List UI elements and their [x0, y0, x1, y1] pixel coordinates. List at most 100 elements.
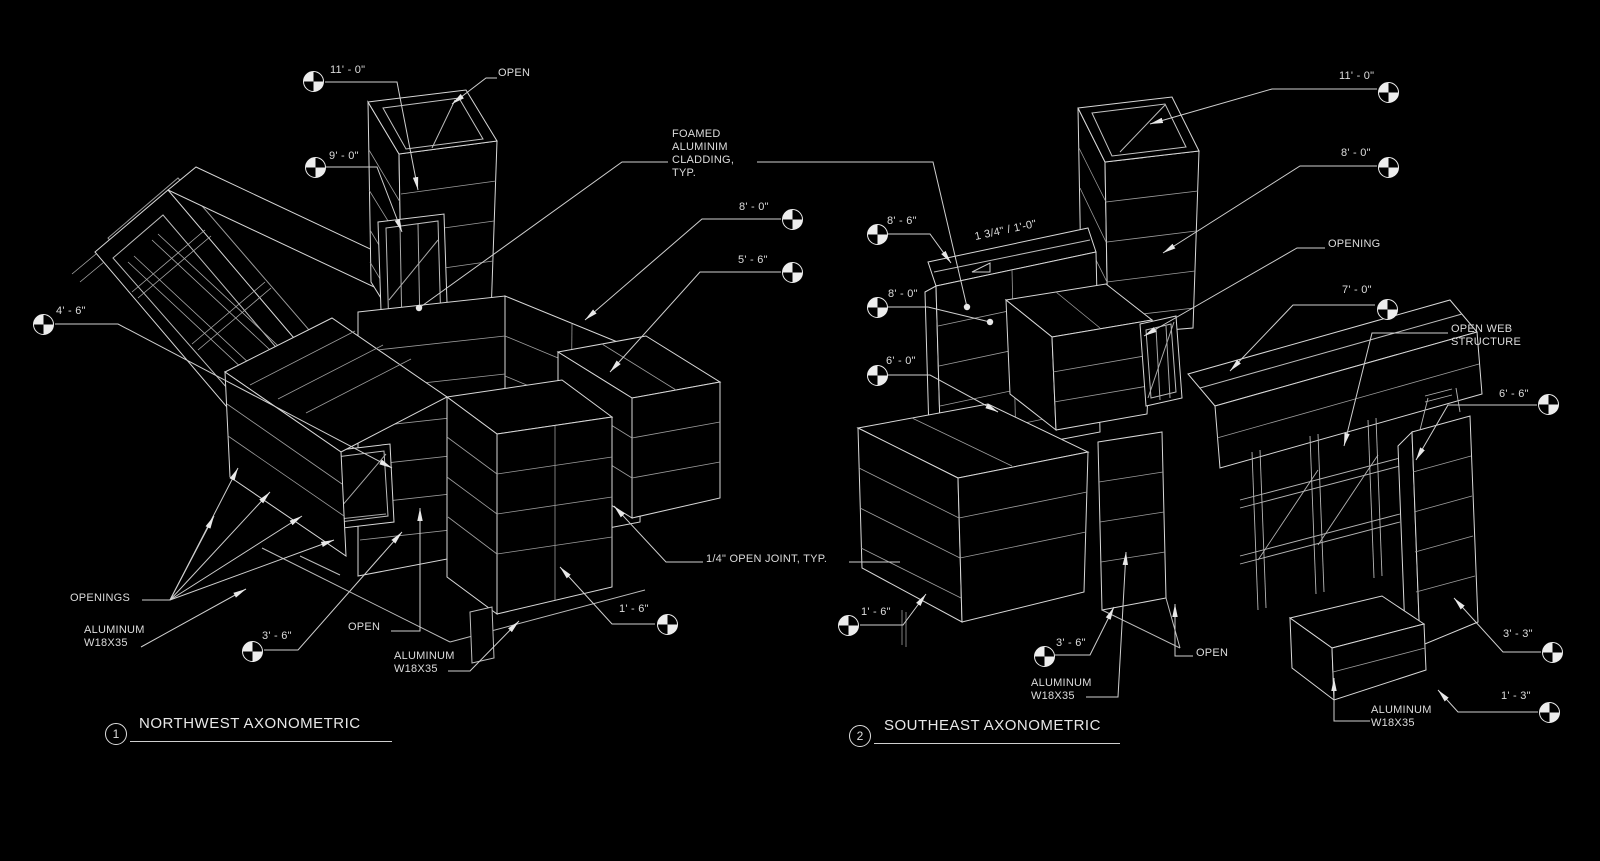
dim-label-3-3: 3' - 3" — [1503, 628, 1533, 640]
view-number-badge: 2 — [849, 725, 871, 747]
dim-label-8-0-upper: 8' - 0" — [1341, 147, 1371, 159]
leader2-dim-8-0 — [888, 306, 991, 323]
center-column-joints — [1098, 471, 1166, 563]
aluminum-beam-label-2: ALUMINUM W18X35 — [1371, 704, 1432, 729]
datum-target-icon — [305, 157, 326, 178]
open-web-note-label: OPEN WEB STRUCTURE — [1451, 323, 1522, 348]
dim-label-9-0: 9' - 0" — [329, 150, 359, 162]
dim-label-5-6: 5' - 6" — [738, 254, 768, 266]
aluminum-beam-label-1: ALUMINUM W18X35 — [1031, 677, 1092, 702]
open-bottom-label: OPEN — [348, 621, 381, 633]
leader2-dim-6-6 — [1415, 404, 1537, 461]
opening-label: OPENING — [1328, 238, 1381, 250]
datum-target-icon — [1539, 702, 1560, 723]
front-lower-box — [445, 379, 614, 615]
datum-target-icon — [33, 314, 54, 335]
aluminum-beam-label-1: ALUMINUM W18X35 — [84, 624, 145, 649]
title-underline — [130, 741, 392, 742]
leader-openings-fan — [142, 467, 335, 601]
datum-target-icon — [1538, 394, 1559, 415]
leader2-dim-8-6 — [888, 233, 952, 264]
leader2-open — [1172, 604, 1193, 657]
open-label: OPEN — [1196, 647, 1229, 659]
dim-label-8-0: 8' - 0" — [739, 201, 769, 213]
sloped-wedge — [224, 317, 448, 557]
leader-lines-northwest — [55, 77, 971, 672]
wedge-joints — [226, 330, 412, 517]
dim-label-3-6: 3' - 6" — [1056, 637, 1086, 649]
leader-lines-southeast — [860, 88, 1541, 722]
view-number-badge: 1 — [105, 723, 127, 745]
cladding-note-label: FOAMED ALUMINIM CLADDING, TYP. — [672, 128, 735, 179]
dim-label-8-6: 8' - 6" — [887, 215, 917, 227]
datum-target-icon — [1377, 299, 1398, 320]
leader-cladding-right — [757, 161, 968, 308]
leader-dim-8-0 — [584, 218, 781, 321]
leader2-aluminum-2 — [1331, 678, 1370, 722]
datum-target-icon — [782, 262, 803, 283]
slope-symbol — [971, 262, 991, 273]
dim-label-6-6: 6' - 6" — [1499, 388, 1529, 400]
datum-target-icon — [782, 209, 803, 230]
leader-open-joint — [613, 505, 703, 563]
leader2-dim-1-6 — [860, 593, 927, 626]
leader-aluminum-2 — [448, 620, 520, 672]
dim-label-4-6: 4' - 6" — [56, 305, 86, 317]
dim-label-1-3: 1' - 3" — [1501, 690, 1531, 702]
dim-label-8-0: 8' - 0" — [888, 288, 918, 300]
datum-target-icon — [1378, 82, 1399, 103]
middle-cube-joints — [1052, 291, 1151, 403]
dim-label-7-0: 7' - 0" — [1342, 284, 1372, 296]
aluminum-beam-label-2: ALUMINUM W18X35 — [394, 650, 455, 675]
open-top-label: OPEN — [498, 67, 531, 79]
front-box-joints — [446, 426, 613, 600]
lower-left-box — [856, 403, 1090, 647]
bottom-cube — [1288, 595, 1427, 702]
leader-dim-9-0 — [326, 166, 403, 233]
leader2-dim-8-0-upper — [1162, 165, 1377, 254]
datum-target-icon — [242, 641, 263, 662]
southeast-axonometric-geometry — [856, 96, 1483, 702]
right-tall-box — [1397, 387, 1479, 660]
leader-dim-4-6 — [55, 323, 393, 469]
leader-dim-11-0 — [325, 81, 419, 191]
leader-cladding-left — [418, 161, 668, 309]
leader-dim-1-6 — [559, 566, 655, 625]
view-title: SOUTHEAST AXONOMETRIC — [884, 717, 1101, 734]
datum-target-icon — [1542, 642, 1563, 663]
leader2-dim-3-3 — [1453, 597, 1541, 653]
leader2-opening — [1143, 247, 1325, 337]
openings-label: OPENINGS — [70, 592, 131, 604]
dim-label-11-0: 11' - 0" — [1339, 70, 1375, 82]
leader-open-bottom — [391, 508, 423, 632]
dim-label-11-0: 11' - 0" — [330, 64, 366, 76]
lower-left-box-joints — [858, 417, 1088, 647]
leader2-dim-7-0 — [1229, 304, 1375, 372]
rooftop-framing — [1419, 387, 1461, 431]
open-joint-note-label: 1/4" OPEN JOINT, TYP. — [706, 553, 828, 565]
framed-opening — [1139, 315, 1183, 407]
leader2-open-web — [1343, 332, 1448, 447]
northwest-axonometric-geometry — [71, 89, 722, 664]
view-title: NORTHWEST AXONOMETRIC — [139, 715, 361, 732]
leader-dim-5-6 — [609, 271, 781, 373]
datum-target-icon — [303, 71, 324, 92]
leader2-dim-3-6 — [1055, 606, 1115, 656]
leader2-aluminum-1 — [1086, 551, 1128, 698]
datum-target-icon — [867, 297, 888, 318]
leader2-dim-11-0 — [1149, 88, 1377, 125]
right-tall-box-joints — [1412, 455, 1476, 593]
datum-target-icon — [1378, 157, 1399, 178]
dim-label-1-6: 1' - 6" — [861, 606, 891, 618]
leader-open-top — [451, 77, 497, 105]
middle-cube — [1004, 283, 1154, 432]
datum-target-icon — [657, 614, 678, 635]
leader2-dim-1-3 — [1437, 689, 1538, 713]
leader2-dim-6-0 — [888, 374, 999, 413]
leader-aluminum-1 — [140, 588, 247, 648]
center-column — [1097, 431, 1181, 649]
leader-dim-3-6 — [264, 531, 403, 651]
base-lines — [261, 547, 646, 664]
